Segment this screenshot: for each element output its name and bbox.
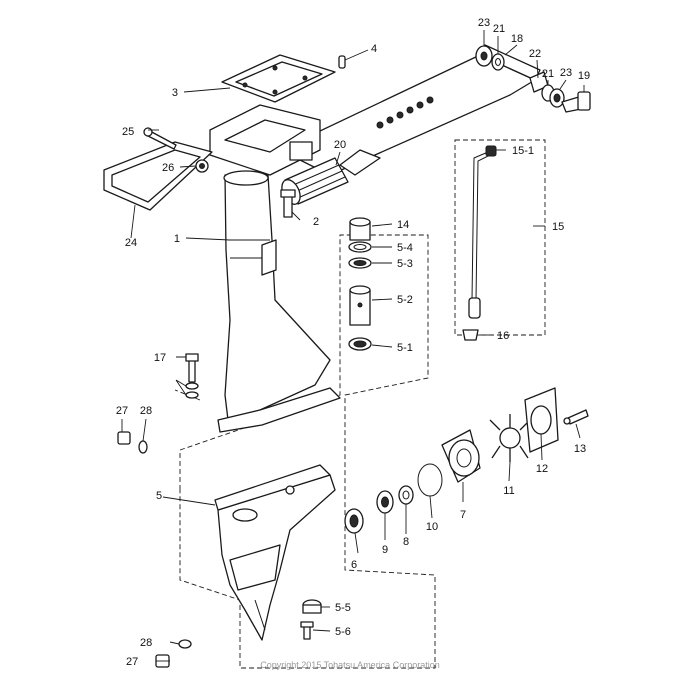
callout-15: 15 — [552, 221, 564, 233]
callout-13: 13 — [574, 443, 586, 455]
washer-23-top — [475, 45, 493, 67]
washer-23-right — [549, 88, 565, 108]
callout-5-4: 5-4 — [397, 242, 413, 254]
bearing-5-1 — [348, 337, 372, 351]
nut-26 — [195, 159, 209, 173]
bearing-9 — [376, 490, 394, 514]
callout-5-5: 5-5 — [335, 602, 351, 614]
callout-6: 6 — [351, 559, 357, 571]
callout-23-right: 23 — [560, 67, 572, 79]
bearing-5-3 — [348, 257, 372, 269]
tiller-handle — [279, 44, 541, 176]
callout-17: 17 — [154, 352, 166, 364]
anode-5-5 — [302, 599, 322, 614]
carry-handle-24 — [103, 141, 213, 211]
callout-7: 7 — [460, 509, 466, 521]
mounting-plate-3 — [221, 54, 336, 103]
washer-21-top — [491, 53, 505, 71]
callout-22: 22 — [529, 48, 541, 60]
sleeve-5-2 — [349, 285, 371, 326]
callout-5-1: 5-1 — [397, 342, 413, 354]
bolt-13 — [563, 409, 589, 425]
callout-27-top: 27 — [116, 405, 128, 417]
group-5-outline — [179, 234, 436, 669]
gear-case-5 — [214, 464, 336, 641]
seal-8 — [398, 485, 414, 505]
callout-21-right: 21 — [542, 68, 554, 80]
callout-5-6: 5-6 — [335, 626, 351, 638]
bushing-14 — [349, 217, 371, 241]
callout-18: 18 — [511, 33, 523, 45]
pump-cover-12 — [524, 387, 559, 453]
plug-27-top — [117, 431, 131, 445]
callout-27-bottom: 27 — [126, 656, 138, 668]
callout-26: 26 — [162, 162, 174, 174]
callout-21-top: 21 — [493, 23, 505, 35]
callout-5-3: 5-3 — [397, 258, 413, 270]
dowel-pin-4 — [338, 55, 346, 69]
callout-16: 16 — [497, 330, 509, 342]
screw-5-6 — [300, 621, 314, 640]
callout-1: 1 — [174, 233, 180, 245]
callout-25: 25 — [122, 126, 134, 138]
gasket-28-bottom — [178, 639, 192, 649]
group-17-outline — [174, 389, 201, 401]
screw-25 — [143, 127, 177, 150]
callout-14: 14 — [397, 219, 409, 231]
callout-28-top: 28 — [140, 405, 152, 417]
callout-4: 4 — [371, 43, 377, 55]
callout-9: 9 — [382, 544, 388, 556]
callout-24: 24 — [125, 237, 137, 249]
callout-3: 3 — [172, 87, 178, 99]
clip-15-1 — [485, 145, 497, 157]
gasket-28-top — [138, 440, 148, 454]
oring-5-4 — [348, 241, 372, 253]
bolt-2 — [280, 189, 296, 218]
callout-2: 2 — [313, 216, 319, 228]
grommet-16 — [462, 329, 479, 341]
bolt-set-17 — [185, 353, 199, 399]
callout-19: 19 — [578, 70, 590, 82]
copyright-text: Copyright 2015 Tohatsu America Corporati… — [260, 660, 439, 670]
group-15-outline — [454, 139, 546, 336]
callout-8: 8 — [403, 536, 409, 548]
callout-12: 12 — [536, 463, 548, 475]
impeller-11 — [489, 414, 531, 462]
bolt-19 — [561, 91, 591, 113]
callout-23-top: 23 — [478, 17, 490, 29]
callout-11: 11 — [503, 485, 514, 497]
pump-housing-7 — [441, 429, 481, 483]
callout-5: 5 — [156, 490, 162, 502]
bearing-6 — [344, 508, 364, 534]
callout-28-bottom: 28 — [140, 637, 152, 649]
callout-10: 10 — [426, 521, 438, 533]
callout-20: 20 — [334, 139, 346, 151]
callout-5-2: 5-2 — [397, 294, 413, 306]
shift-rod-15 — [468, 145, 497, 319]
upper-bracket — [209, 104, 321, 176]
oring-10 — [417, 463, 443, 497]
callout-15-1: 15-1 — [512, 145, 534, 157]
drive-shaft-housing-1 — [217, 170, 341, 433]
